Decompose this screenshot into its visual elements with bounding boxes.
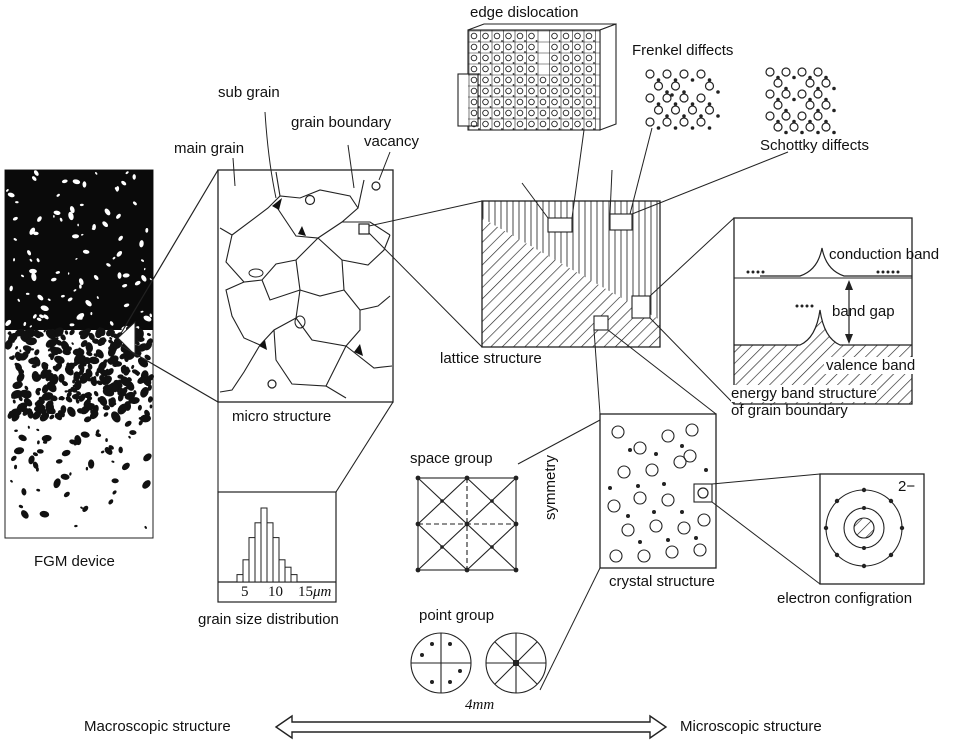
- histogram-bar: [254, 522, 262, 583]
- fgm-device-panel: [4, 169, 154, 539]
- point-group-symbol: 4mm: [465, 697, 495, 713]
- sub-grain-leader: [264, 111, 277, 199]
- grain-size-distribution-label: grain size distribution: [198, 611, 339, 628]
- fgm-zoom-line-bottom: [119, 344, 219, 403]
- hist-tick-10: 10: [268, 584, 283, 600]
- histogram-bar: [248, 537, 256, 583]
- vacancy-label: vacancy: [364, 133, 420, 150]
- point-group-diagram-left: [410, 632, 472, 694]
- fgm-zoom-line-top: [119, 169, 219, 336]
- main-grain-label: main grain: [174, 140, 245, 157]
- histogram-bar: [266, 522, 274, 583]
- crystal-structure-label: crystal structure: [609, 573, 715, 590]
- sub-grain-label: sub grain: [218, 84, 280, 101]
- histogram-bar: [278, 559, 286, 583]
- micro-structure-panel: [217, 169, 394, 403]
- grain-boundary-leader: [347, 144, 355, 189]
- hist-tick-15: 15: [298, 584, 313, 600]
- space-group-label: space group: [410, 450, 493, 467]
- grain-size-histogram: [217, 491, 337, 603]
- energy-band-label-line2: of grain boundary: [731, 402, 848, 419]
- symmetry-label: symmetry: [542, 455, 559, 520]
- edge-dislocation-label: edge dislocation: [470, 4, 579, 21]
- micro-structure-label: micro structure: [232, 408, 332, 425]
- hist-tick-5: 5: [241, 584, 249, 600]
- lattice-structure-label: lattice structure: [440, 350, 542, 367]
- vacancy-leader: [378, 151, 391, 181]
- histogram-bar: [272, 537, 280, 583]
- histogram-bar: [242, 559, 250, 583]
- crystal-structure-panel: [599, 413, 717, 569]
- conduction-band-label: conduction band: [829, 246, 940, 263]
- valence-band-label: valence band: [824, 357, 918, 374]
- macroscopic-structure-label: Macroscopic structure: [84, 718, 231, 735]
- band-gap-label: band gap: [832, 303, 895, 320]
- point-group-diagram-right: [485, 632, 547, 694]
- frenkel-defect-illustration: [645, 69, 720, 130]
- histogram-bar: [290, 574, 298, 583]
- histogram-bar: [260, 507, 268, 583]
- histogram-bar: [236, 574, 244, 583]
- energy-band-label-line1: energy band structure: [731, 385, 877, 402]
- lattice-structure-panel: [481, 200, 661, 348]
- fgm-device-label: FGM device: [34, 553, 115, 570]
- schottky-label: Schottky diffects: [760, 137, 869, 154]
- electron-configuration-panel: [819, 473, 925, 585]
- electron-configuration-label: electron configration: [777, 590, 913, 607]
- point-group-label: point group: [419, 607, 495, 624]
- main-grain-leader: [232, 157, 236, 187]
- histogram-bar: [284, 566, 292, 583]
- schottky-defect-illustration: [765, 67, 836, 135]
- frenkel-label: Frenkel diffects: [632, 42, 734, 59]
- ion-charge-label: 2−: [898, 478, 916, 495]
- hist-axis-unit: μm: [313, 584, 332, 600]
- edge-dislocation-block: [457, 23, 617, 131]
- grain-boundary-label: grain boundary: [291, 114, 392, 131]
- microscopic-structure-label: Microscopic structure: [680, 718, 822, 735]
- space-group-diagram: [415, 475, 519, 573]
- macro-micro-arrow: [274, 714, 668, 740]
